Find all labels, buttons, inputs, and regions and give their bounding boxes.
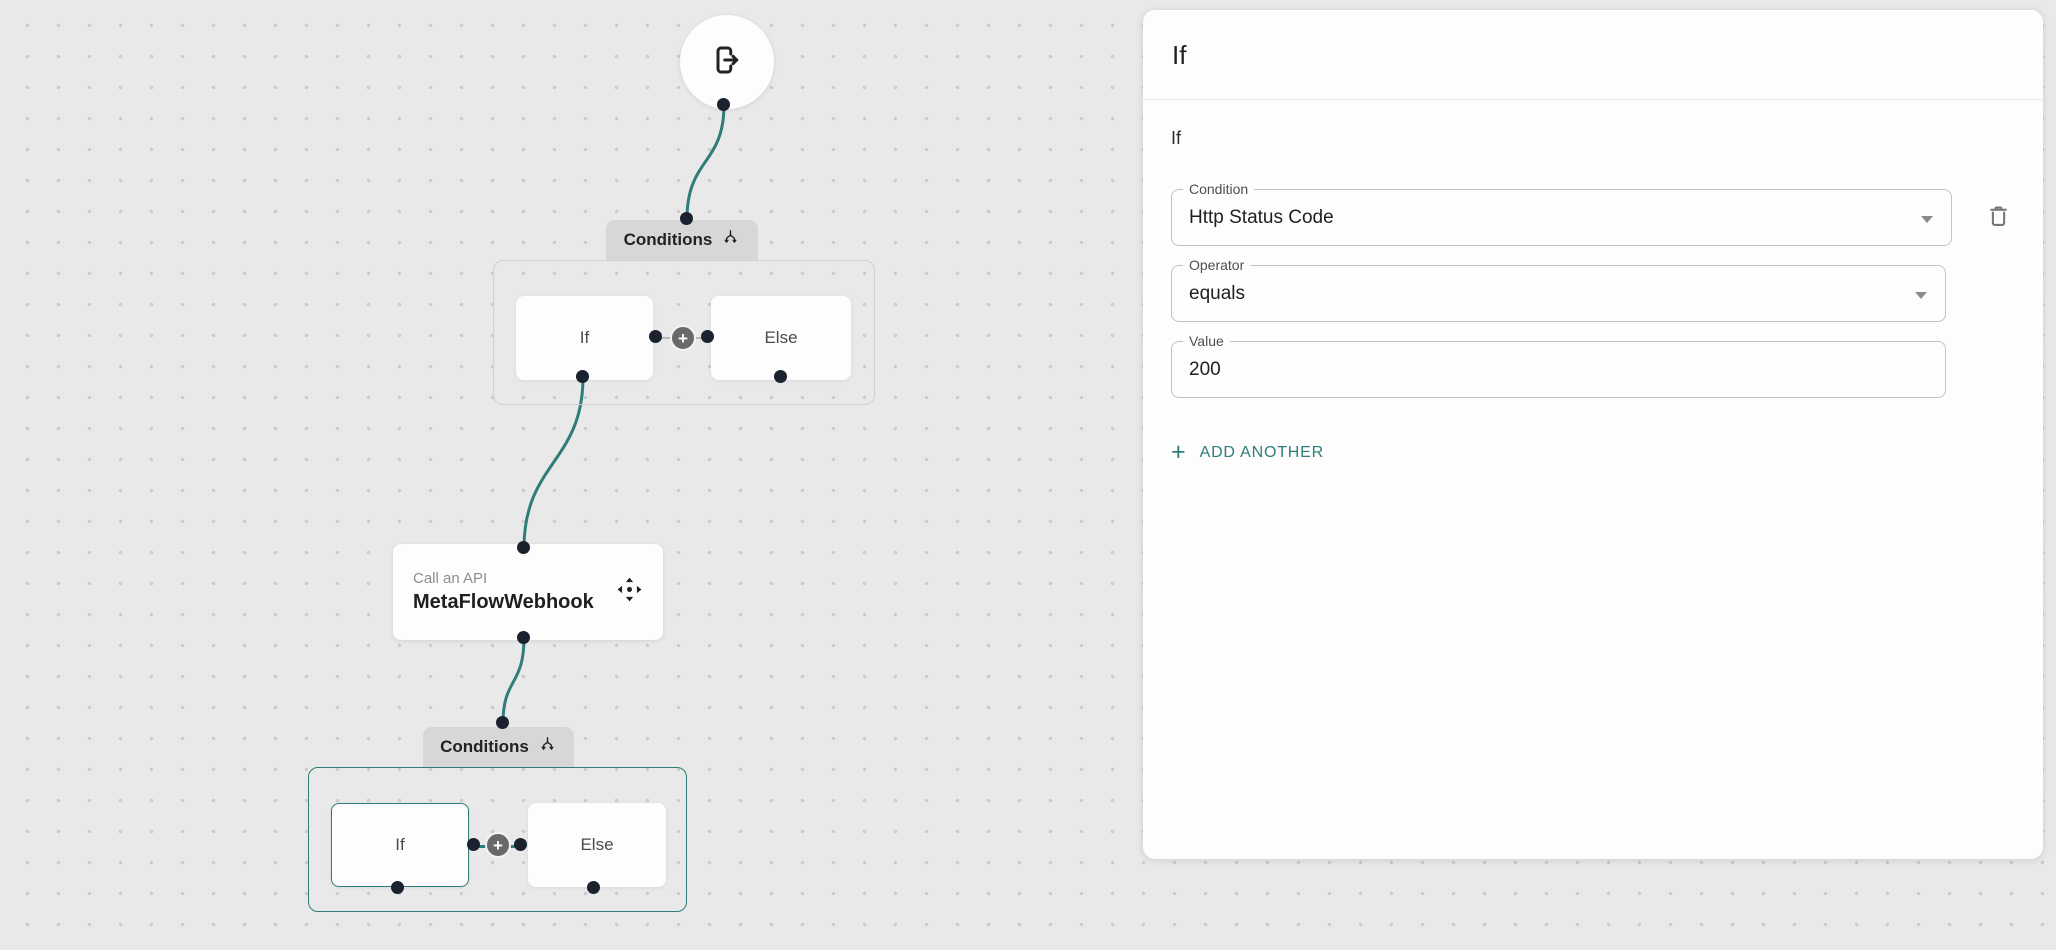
- port-else2-out: [587, 881, 600, 894]
- if-branch-card-1[interactable]: If: [516, 296, 653, 380]
- port-if2-out: [391, 881, 404, 894]
- port-if2-right: [467, 838, 480, 851]
- api-node-name: MetaFlowWebhook: [413, 591, 594, 613]
- operator-field-label: Operator: [1183, 257, 1251, 274]
- condition-field-value: Http Status Code: [1189, 207, 1334, 228]
- trash-icon: [1985, 203, 2012, 233]
- add-another-label: ADD ANOTHER: [1199, 443, 1324, 461]
- branch-icon: [721, 228, 740, 252]
- port-conditions2-in: [496, 716, 509, 729]
- branch-group-2-selected: + If Else: [308, 767, 687, 912]
- value-field-label: Value: [1183, 333, 1230, 350]
- else-branch-card-1[interactable]: Else: [711, 296, 851, 380]
- value-input[interactable]: [1172, 342, 1945, 397]
- branch-icon: [538, 735, 557, 759]
- delete-condition-button[interactable]: [1982, 202, 2014, 234]
- add-another-button[interactable]: + ADD ANOTHER: [1171, 440, 1324, 465]
- else-branch-card-2[interactable]: Else: [528, 803, 666, 887]
- add-branch-button[interactable]: +: [670, 325, 696, 351]
- panel-title: If: [1143, 10, 2043, 100]
- port-else1-left: [701, 330, 714, 343]
- conditions-label: Conditions: [440, 737, 529, 756]
- exit-icon: [709, 42, 745, 83]
- api-node-type: Call an API: [413, 570, 488, 587]
- move-icon[interactable]: [616, 576, 643, 608]
- port-else1-out: [774, 370, 787, 383]
- port-else2-left: [514, 838, 527, 851]
- add-branch-button[interactable]: +: [485, 832, 511, 858]
- caret-down-icon: [1915, 292, 1927, 299]
- conditions-label: Conditions: [623, 230, 713, 249]
- conditions-node-1[interactable]: Conditions: [606, 220, 758, 260]
- condition-select[interactable]: Condition Http Status Code: [1171, 181, 1952, 246]
- api-node[interactable]: Call an API MetaFlowWebhook: [393, 544, 663, 640]
- port-api-in: [517, 541, 530, 554]
- operator-select[interactable]: Operator equals: [1171, 257, 1946, 322]
- operator-field-value: equals: [1189, 283, 1245, 304]
- condition-section-label: If: [1171, 128, 1182, 148]
- port-conditions1-in: [680, 212, 693, 225]
- start-node[interactable]: [680, 15, 774, 109]
- port-if1-right: [649, 330, 662, 343]
- conditions-node-2[interactable]: Conditions: [423, 727, 574, 767]
- caret-down-icon: [1921, 216, 1933, 223]
- port-api-out: [517, 631, 530, 644]
- value-field: Value: [1171, 333, 1946, 398]
- config-panel: If If Condition Http Status Code: [1143, 10, 2043, 859]
- port-start-out: [717, 98, 730, 111]
- if-branch-card-2-selected[interactable]: If: [331, 803, 469, 887]
- branch-group-1: + If Else: [493, 260, 875, 405]
- condition-field-label: Condition: [1183, 181, 1255, 198]
- plus-icon: +: [1171, 438, 1186, 466]
- port-if1-out: [576, 370, 589, 383]
